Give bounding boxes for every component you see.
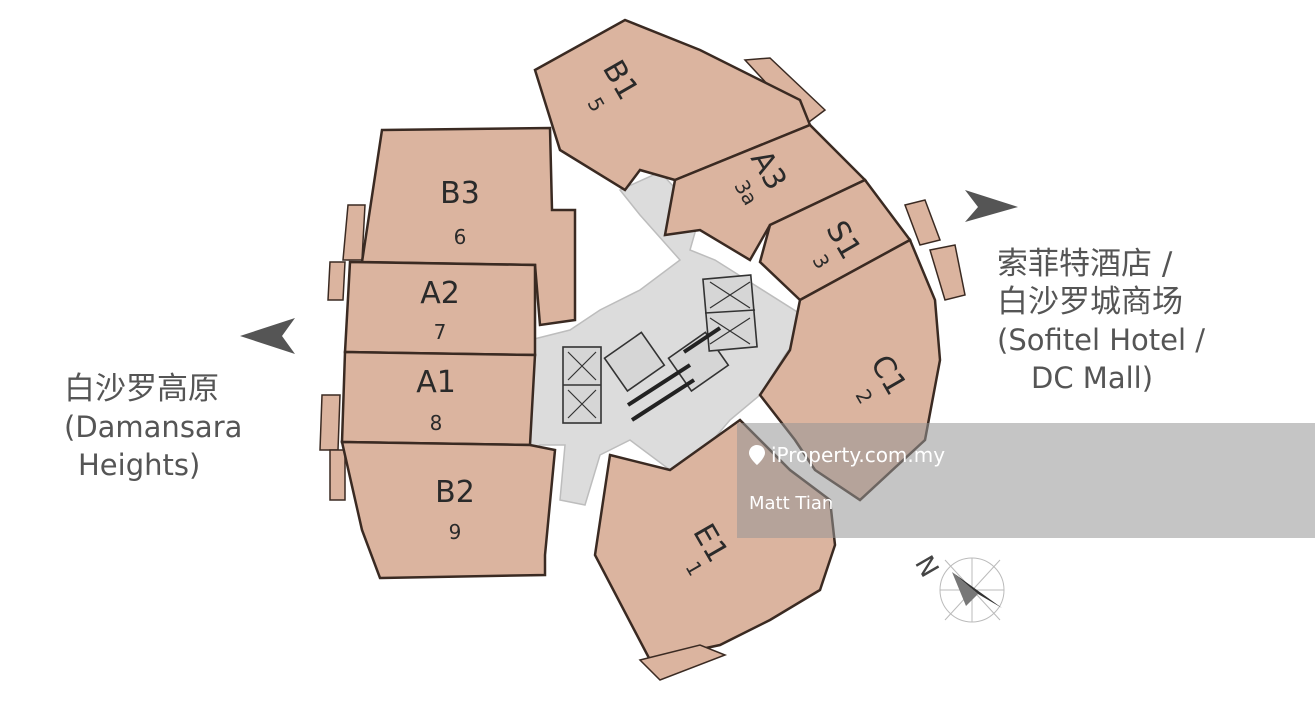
unit-b2-code: B2 — [435, 475, 475, 510]
unit-b3-code: B3 — [440, 176, 480, 211]
unit-b2 — [340, 440, 557, 580]
unit-a2-code: A2 — [420, 276, 460, 311]
direction-right-label: 索菲特酒店 / 白沙罗城商场 (Sofitel Hotel / DC Mall) — [997, 246, 1206, 395]
watermark-agent: Matt Tian — [749, 493, 834, 514]
left-wing — [319, 126, 577, 580]
watermark-brand: iProperty.com.my — [771, 443, 946, 467]
unit-a2-num: 7 — [434, 320, 447, 344]
compass-icon: N — [908, 551, 1005, 623]
direction-left-label: 白沙罗高原 (Damansara Heights) — [64, 371, 243, 482]
unit-b3-num: 6 — [454, 225, 467, 249]
unit-b2-num: 9 — [449, 520, 462, 544]
unit-a3 — [663, 123, 868, 262]
arrow-left-icon — [240, 318, 295, 354]
compass-north-label: N — [908, 551, 944, 583]
location-pin-icon — [749, 445, 765, 465]
watermark-overlay: iProperty.com.my Matt Tian — [737, 423, 1315, 538]
unit-a1-num: 8 — [430, 411, 443, 435]
lift-cores — [562, 274, 758, 424]
arrow-right-icon — [965, 190, 1018, 222]
unit-a1-code: A1 — [416, 365, 456, 400]
